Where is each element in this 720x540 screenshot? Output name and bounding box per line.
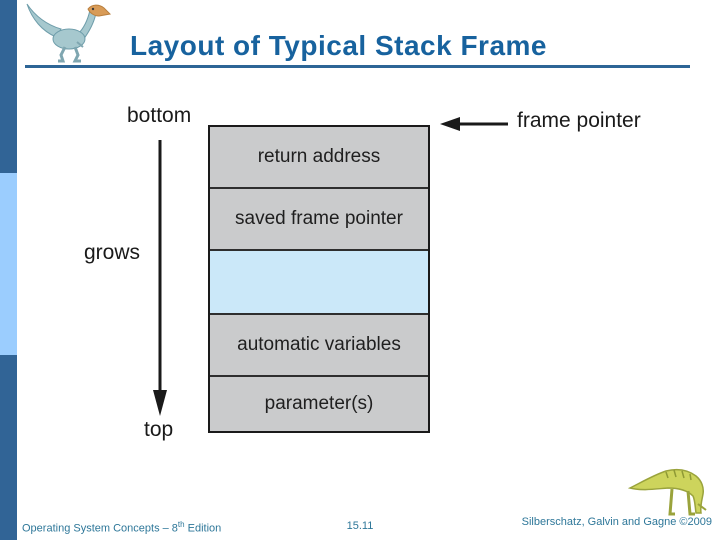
footer-edition-text: Edition: [184, 522, 222, 535]
frame-pointer-label: frame pointer: [517, 109, 641, 132]
stack-row-saved-frame-pointer: saved frame pointer: [210, 187, 428, 249]
stack-row-empty-highlight: [210, 249, 428, 313]
down-arrow-icon: [153, 140, 167, 416]
footer-credits: Silberschatz, Galvin and Gagne ©2009: [521, 516, 712, 528]
stack-frame-diagram: return address saved frame pointer autom…: [208, 125, 430, 433]
accent-bar: [0, 0, 17, 540]
footer-book-text: Operating System Concepts – 8: [22, 522, 178, 535]
stack-top-label: top: [144, 418, 174, 441]
dinosaur-logo-icon: [26, 3, 112, 63]
left-arrow-icon: [440, 117, 508, 131]
stack-row-automatic-variables: automatic variables: [210, 313, 428, 375]
stack-bottom-label: bottom: [127, 104, 192, 127]
page-title: Layout of Typical Stack Frame: [130, 30, 547, 61]
accent-bar-middle-segment: [0, 173, 17, 355]
stack-grows-label: grows: [84, 241, 141, 264]
footer-book-title: Operating System Concepts – 8th Edition: [22, 520, 221, 535]
footer-page-number: 15.11: [346, 520, 374, 532]
accent-bar-top-segment: [0, 0, 17, 173]
stack-row-parameters: parameter(s): [210, 375, 428, 431]
title-underline: [25, 65, 690, 68]
dinosaur-figure-icon: [628, 468, 707, 516]
accent-bar-bottom-segment: [0, 355, 17, 540]
stack-row-return-address: return address: [210, 127, 428, 187]
footer-edition-superscript: th: [177, 520, 185, 529]
